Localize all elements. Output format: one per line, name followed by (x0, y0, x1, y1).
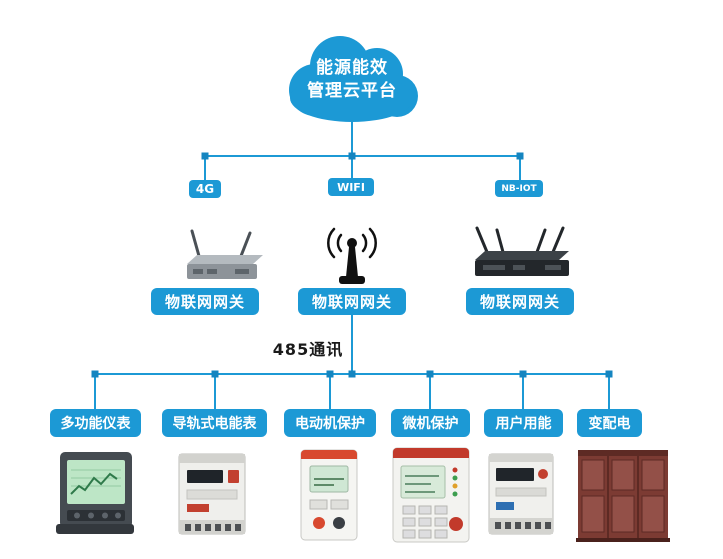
badge-nbiot: NB-IOT (495, 180, 543, 197)
device-label-din-energy-meter: 导轨式电能表 (162, 409, 267, 437)
bus-485-label: 485通讯 (272, 340, 344, 359)
wifi-antenna-icon (326, 220, 378, 288)
junction-dots (91, 152, 613, 378)
power-cabinet-image (576, 444, 670, 544)
device-label-multifunction-meter: 多功能仪表 (50, 409, 141, 437)
router-4g-image (175, 226, 265, 284)
cloud-title-line2: 管理云平台 (307, 81, 397, 101)
gateway-label-1: 物联网网关 (151, 288, 259, 315)
din-energy-meter-image (173, 452, 251, 538)
motor-protection-image (297, 448, 361, 542)
micro-protection-image (390, 446, 472, 544)
device-label-motor-protection: 电动机保护 (284, 409, 376, 437)
multifunction-meter-image (52, 448, 138, 540)
device-label-power-distribution: 变配电 (577, 409, 642, 437)
device-label-micro-protection: 微机保护 (391, 409, 470, 437)
router-nbiot-image (465, 224, 573, 284)
user-energy-meter-image (484, 452, 558, 538)
badge-4g: 4G (189, 180, 221, 198)
device-label-user-energy: 用户用能 (484, 409, 563, 437)
cloud-title-line1: 能源能效 (316, 58, 388, 78)
gateway-label-3: 物联网网关 (466, 288, 574, 315)
badge-wifi: WIFI (328, 178, 374, 196)
cloud-icon (289, 36, 418, 122)
gateway-label-2: 物联网网关 (298, 288, 406, 315)
